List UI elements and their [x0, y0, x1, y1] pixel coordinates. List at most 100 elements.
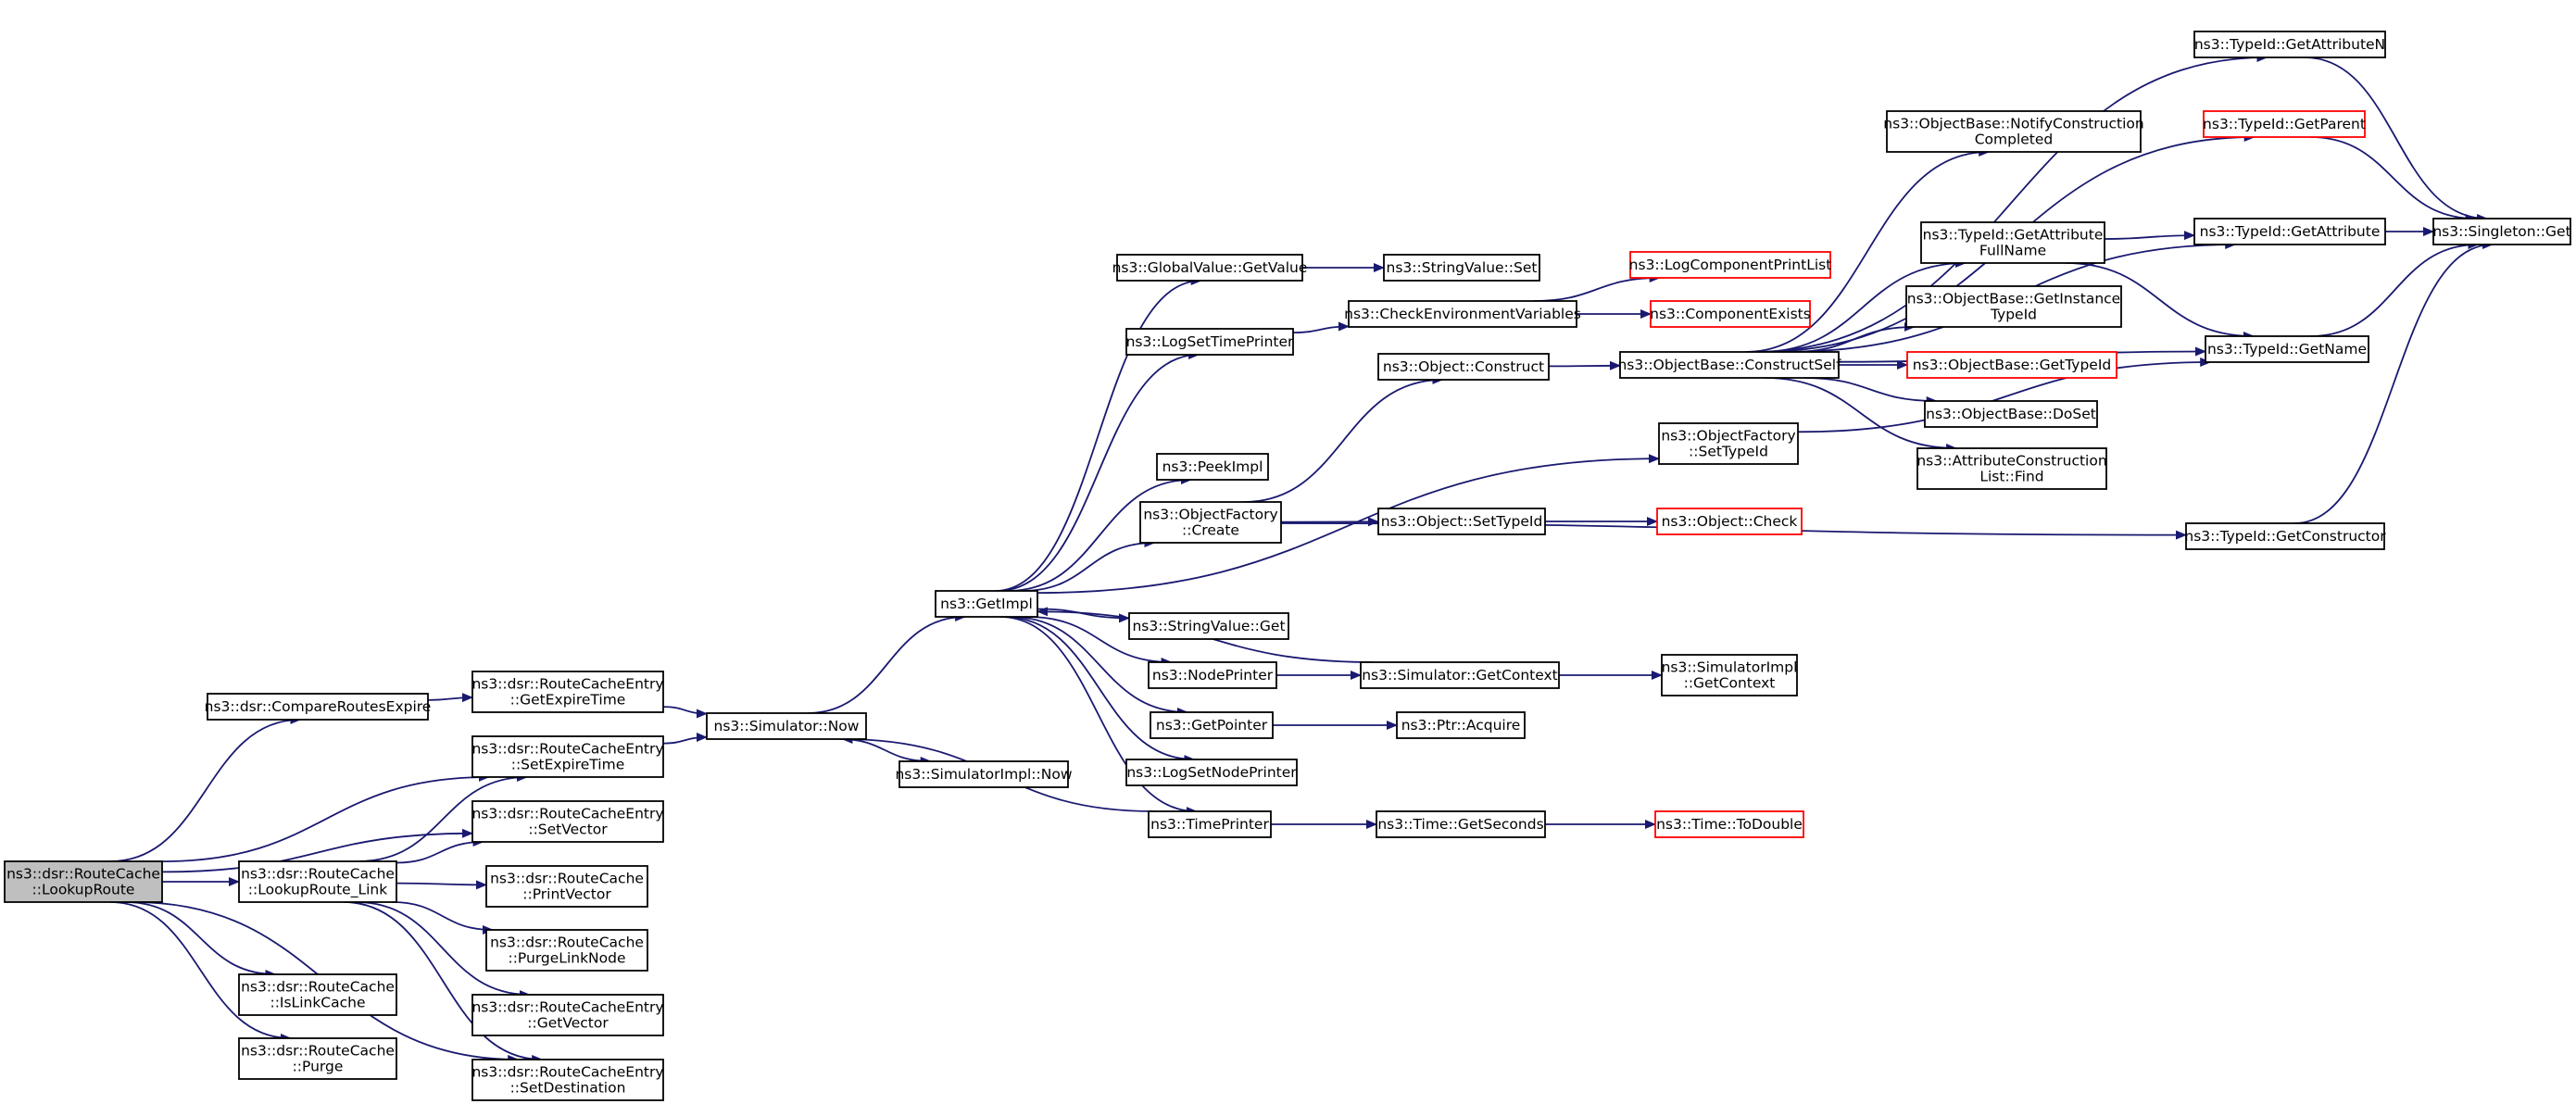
node-stringvalue-get[interactable]: ns3::StringValue::Get [1128, 612, 1289, 640]
node-box[interactable] [485, 865, 648, 908]
node-time-todouble[interactable]: ns3::Time::ToDouble [1654, 810, 1804, 838]
node-logsettimeprinter[interactable]: ns3::LogSetTimePrinter [1125, 328, 1294, 356]
node-box[interactable] [1148, 661, 1277, 689]
node-box[interactable] [898, 760, 1069, 788]
node-box[interactable] [1360, 661, 1560, 689]
node-ptr-acquire[interactable]: ns3::Ptr::Acquire [1396, 711, 1526, 739]
node-setvector[interactable]: ns3::dsr::RouteCacheEntry::SetVector [471, 800, 664, 843]
node-box[interactable] [706, 712, 867, 740]
node-time-getseconds[interactable]: ns3::Time::GetSeconds [1376, 810, 1546, 838]
node-box[interactable] [207, 693, 429, 721]
node-box[interactable] [2203, 110, 2366, 138]
node-box[interactable] [1376, 810, 1546, 838]
node-objectfactory-settypeid[interactable]: ns3::ObjectFactory::SetTypeId [1658, 422, 1799, 465]
node-box[interactable] [1377, 353, 1550, 381]
node-peekimpl[interactable]: ns3::PeekImpl [1156, 453, 1269, 481]
node-box[interactable] [1629, 251, 1831, 279]
node-objectbase-notifyconstructioncompleted[interactable]: ns3::ObjectBase::NotifyConstructionCompl… [1883, 110, 2144, 153]
node-simulator-getcontext[interactable]: ns3::Simulator::GetContext [1360, 661, 1560, 689]
node-object-construct[interactable]: ns3::Object::Construct [1377, 353, 1550, 381]
node-box[interactable] [471, 671, 664, 713]
node-getimpl[interactable]: ns3::GetImpl [935, 590, 1038, 618]
node-box[interactable] [1906, 351, 2117, 379]
node-stringvalue-set[interactable]: ns3::StringValue::Set [1383, 254, 1540, 282]
node-typeid-getname[interactable]: ns3::TypeId::GetName [2205, 335, 2369, 363]
node-box[interactable] [1905, 285, 2122, 328]
node-islinkcache[interactable]: ns3::dsr::RouteCache::IsLinkCache [238, 973, 397, 1016]
node-getpointer[interactable]: ns3::GetPointer [1150, 711, 1274, 739]
node-objectbase-constructself[interactable]: ns3::ObjectBase::ConstructSelf [1617, 351, 1841, 379]
node-box[interactable] [1383, 254, 1540, 282]
node-box[interactable] [1654, 810, 1804, 838]
node-timeprinter[interactable]: ns3::TimePrinter [1148, 810, 1272, 838]
node-singleton-get[interactable]: ns3::Singleton::Get [2432, 218, 2571, 245]
node-lookuproute[interactable]: ns3::dsr::RouteCache::LookupRoute [4, 860, 163, 903]
node-lookuproute-link[interactable]: ns3::dsr::RouteCache::LookupRoute_Link [238, 860, 397, 903]
node-box[interactable] [4, 860, 163, 903]
node-typeid-getparent[interactable]: ns3::TypeId::GetParent [2203, 110, 2366, 138]
node-box[interactable] [471, 1059, 664, 1101]
node-box[interactable] [2193, 31, 2386, 58]
node-purge[interactable]: ns3::dsr::RouteCache::Purge [238, 1037, 397, 1080]
node-checkenvironmentvariables[interactable]: ns3::CheckEnvironmentVariables [1344, 300, 1581, 328]
node-objectfactory-create[interactable]: ns3::ObjectFactory::Create [1139, 501, 1282, 544]
node-box[interactable] [1916, 447, 2107, 490]
node-box[interactable] [238, 860, 397, 903]
node-box[interactable] [935, 590, 1038, 618]
node-box[interactable] [471, 994, 664, 1036]
node-box[interactable] [1396, 711, 1526, 739]
node-box[interactable] [238, 973, 397, 1016]
node-setexpiretime[interactable]: ns3::dsr::RouteCacheEntry::SetExpireTime [471, 735, 664, 778]
node-globalvalue-getvalue[interactable]: ns3::GlobalValue::GetValue [1112, 254, 1308, 282]
node-typeid-getconstructor[interactable]: ns3::TypeId::GetConstructor [2184, 522, 2386, 550]
node-box[interactable] [1619, 351, 1840, 379]
node-setdestination[interactable]: ns3::dsr::RouteCacheEntry::SetDestinatio… [471, 1059, 664, 1101]
node-compareroutesexpire[interactable]: ns3::dsr::CompareRoutesExpire [205, 693, 432, 721]
node-box[interactable] [238, 1037, 397, 1080]
node-box[interactable] [1656, 508, 1803, 535]
node-box[interactable] [1920, 221, 2105, 264]
node-object-settypeid[interactable]: ns3::Object::SetTypeId [1377, 508, 1546, 535]
node-objectbase-gettypeid[interactable]: ns3::ObjectBase::GetTypeId [1906, 351, 2117, 379]
node-box[interactable] [2205, 335, 2369, 363]
node-box[interactable] [2432, 218, 2571, 245]
node-simulator-now[interactable]: ns3::Simulator::Now [706, 712, 867, 740]
node-getvector[interactable]: ns3::dsr::RouteCacheEntry::GetVector [471, 994, 664, 1036]
node-printvector[interactable]: ns3::dsr::RouteCache::PrintVector [485, 865, 648, 908]
node-box[interactable] [485, 929, 648, 972]
node-box[interactable] [1148, 810, 1272, 838]
node-box[interactable] [1150, 711, 1274, 739]
node-box[interactable] [1139, 501, 1282, 544]
node-box[interactable] [2185, 522, 2385, 550]
node-box[interactable] [471, 735, 664, 778]
node-componentexists[interactable]: ns3::ComponentExists [1650, 300, 1811, 328]
node-objectbase-doset[interactable]: ns3::ObjectBase::DoSet [1924, 400, 2098, 428]
node-box[interactable] [1377, 508, 1546, 535]
node-box[interactable] [1886, 110, 2142, 153]
node-box[interactable] [1348, 300, 1577, 328]
node-logcomponentprintlist[interactable]: ns3::LogComponentPrintList [1629, 251, 1832, 279]
node-logsetnodeprinter[interactable]: ns3::LogSetNodePrinter [1125, 759, 1298, 786]
node-box[interactable] [1116, 254, 1303, 282]
node-box[interactable] [1156, 453, 1269, 481]
node-nodeprinter[interactable]: ns3::NodePrinter [1148, 661, 1277, 689]
node-box[interactable] [2193, 218, 2386, 245]
node-purgelinknode[interactable]: ns3::dsr::RouteCache::PurgeLinkNode [485, 929, 648, 972]
node-typeid-getattribute[interactable]: ns3::TypeId::GetAttribute [2193, 218, 2386, 245]
node-box[interactable] [1125, 759, 1298, 786]
node-typeid-getattributen[interactable]: ns3::TypeId::GetAttributeN [2193, 31, 2386, 58]
node-box[interactable] [471, 800, 664, 843]
node-simulatorimpl-getcontext[interactable]: ns3::SimulatorImpl::GetContext [1661, 654, 1798, 696]
node-object-check[interactable]: ns3::Object::Check [1656, 508, 1803, 535]
node-box[interactable] [1658, 422, 1799, 465]
node-box[interactable] [1924, 400, 2098, 428]
node-box[interactable] [1661, 654, 1798, 696]
node-box[interactable] [1650, 300, 1811, 328]
node-getexpiretime[interactable]: ns3::dsr::RouteCacheEntry::GetExpireTime [471, 671, 664, 713]
node-box[interactable] [1125, 328, 1294, 356]
node-box[interactable] [1128, 612, 1289, 640]
node-simulatorimpl-now[interactable]: ns3::SimulatorImpl::Now [895, 760, 1073, 788]
